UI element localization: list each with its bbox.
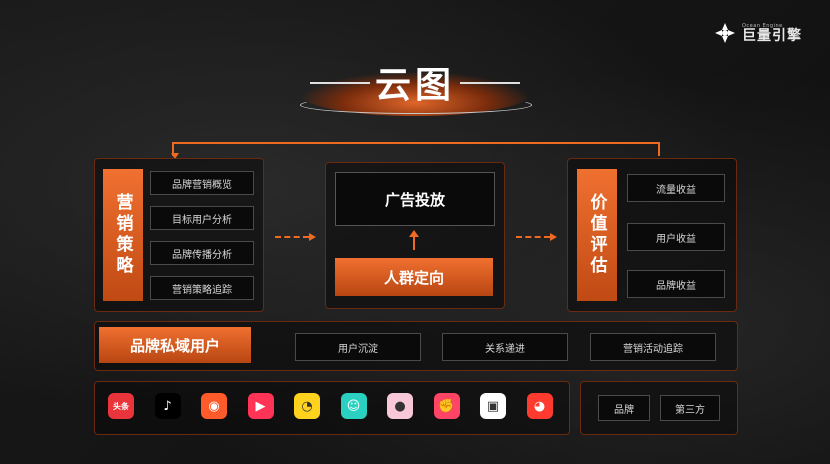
right-flow-arrow	[516, 236, 550, 238]
brand-subtitle: Ocean Engine	[742, 23, 783, 29]
qingyan-icon: ●	[387, 393, 413, 419]
source-brand: 品牌	[598, 395, 650, 421]
huoshan-icon-glyph: ◉	[208, 398, 220, 414]
private-item-campaign-tracking: 营销活动追踪	[590, 333, 716, 361]
value-label: 价值评估	[577, 169, 617, 301]
page-title: 云图	[374, 65, 455, 106]
dongchedi-icon: ◔	[294, 393, 320, 419]
up-arrow-line	[413, 234, 415, 250]
pipixia-icon: ☺	[340, 393, 367, 419]
brand-private-users-label: 品牌私域用户	[99, 327, 251, 363]
red-app-icon-glyph: ◕	[533, 398, 546, 414]
red-app-icon: ◕	[526, 393, 553, 419]
top-connector	[172, 142, 660, 156]
private-item-user-retention: 用户沉淀	[295, 333, 421, 361]
left-flow-arrow	[275, 236, 309, 238]
strategy-item-target-users: 目标用户分析	[150, 206, 254, 230]
pipixia-icon-glyph: ☺	[346, 398, 361, 414]
jianying-icon-glyph: ▣	[486, 398, 500, 414]
private-item-relationship: 关系递进	[442, 333, 568, 361]
app-icons-row: 头条 ♪ ◉ ▶ ◔ ☺ ● ✊ ▣ ◕	[108, 393, 558, 421]
brand-name: 巨量引擎	[742, 28, 802, 44]
pinwheel-logo-icon	[715, 23, 735, 43]
arrow-right-icon	[309, 233, 316, 241]
strategy-item-strategy-tracking: 营销策略追踪	[150, 276, 254, 300]
strategy-item-brand-overview: 品牌营销概览	[150, 171, 254, 195]
connector-arrow-icon	[171, 153, 179, 159]
value-item-traffic: 流量收益	[627, 174, 725, 202]
fist-app-icon-glyph: ✊	[438, 398, 455, 414]
fist-app-icon: ✊	[433, 393, 460, 419]
douyin-icon-glyph: ♪	[163, 398, 172, 414]
xigua-icon: ▶	[247, 393, 274, 419]
qingyan-icon-glyph: ●	[394, 398, 406, 414]
brand-logo: Ocean Engine 巨量引擎	[714, 22, 802, 44]
source-third-party: 第三方	[660, 395, 720, 421]
title-left-line	[310, 82, 370, 84]
toutiao-icon-glyph: 头条	[113, 401, 129, 411]
brand-text: Ocean Engine 巨量引擎	[742, 23, 802, 43]
ad-delivery-box: 广告投放	[335, 172, 495, 226]
arrow-up-icon	[409, 230, 419, 237]
title-base-ring	[300, 96, 532, 114]
arrow-right-icon-2	[550, 233, 557, 241]
crowd-targeting-box: 人群定向	[335, 258, 493, 296]
huoshan-icon: ◉	[201, 393, 227, 419]
value-item-user: 用户收益	[627, 223, 725, 251]
dongchedi-icon-glyph: ◔	[301, 398, 313, 414]
title-right-line	[460, 82, 520, 84]
strategy-item-brand-spread: 品牌传播分析	[150, 241, 254, 265]
strategy-label: 营销策略	[103, 169, 143, 301]
toutiao-icon: 头条	[108, 393, 134, 419]
jianying-icon: ▣	[480, 393, 506, 419]
douyin-icon: ♪	[154, 393, 181, 419]
value-item-brand: 品牌收益	[627, 270, 725, 298]
xigua-icon-glyph: ▶	[255, 398, 266, 414]
